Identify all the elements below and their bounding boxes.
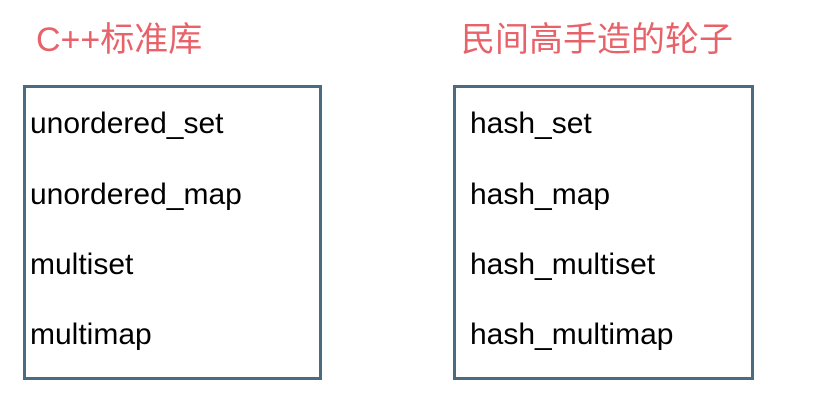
list-item: hash_multiset	[470, 248, 656, 281]
container-list-community: hash_set hash_map hash_multiset hash_mul…	[456, 88, 751, 370]
column-heading-stdlib: C++标准库	[36, 21, 203, 59]
list-item: hash_set	[470, 107, 592, 140]
list-item: hash_multimap	[470, 318, 674, 351]
column-heading-community: 民间高手造的轮子	[461, 21, 733, 59]
list-item: multiset	[30, 248, 134, 281]
list-item: unordered_set	[30, 107, 224, 140]
container-box-stdlib: unordered_set unordered_map multiset mul…	[23, 85, 322, 380]
container-box-community: hash_set hash_map hash_multiset hash_mul…	[453, 85, 754, 380]
list-item: unordered_map	[30, 178, 242, 211]
list-item: multimap	[30, 318, 152, 351]
list-item: hash_map	[470, 178, 611, 211]
container-list-stdlib: unordered_set unordered_map multiset mul…	[26, 88, 319, 370]
